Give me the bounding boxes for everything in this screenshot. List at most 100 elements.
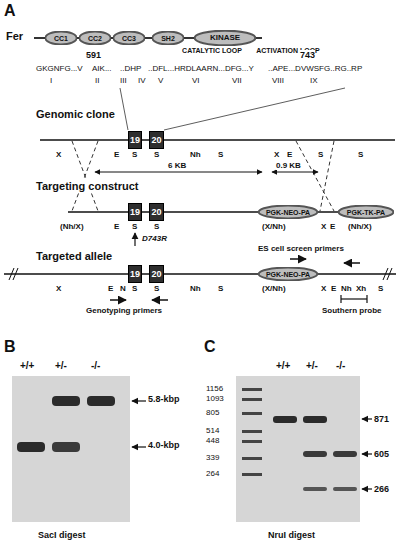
lane-label: -/-	[336, 360, 345, 372]
exon-box: 19	[128, 131, 142, 149]
band-arrow	[362, 418, 372, 419]
oval-shape	[45, 32, 76, 45]
dimension-label: 6 KB	[168, 161, 186, 170]
ladder-band	[242, 457, 262, 460]
site-label: S	[132, 150, 137, 159]
site-label: E	[108, 284, 113, 293]
gel-image	[236, 376, 360, 522]
exon-box: 19	[128, 203, 142, 221]
gel-band	[273, 416, 297, 423]
ladder-size: 1156	[206, 384, 223, 393]
site-label: S	[132, 222, 137, 231]
gel-band	[333, 451, 357, 457]
exon-box: 20	[149, 131, 164, 149]
site-label: S	[318, 150, 323, 159]
band-arrow	[362, 453, 372, 454]
ladder-band	[242, 388, 262, 391]
sequence-text: ..APE...DVWSFG..RG..RP	[268, 64, 362, 73]
ladder-band	[242, 430, 262, 433]
band-size: 5.8-kbp	[148, 394, 180, 404]
domain-oval: KINASE	[194, 30, 256, 46]
exon-box: 19	[128, 265, 142, 283]
probe-tick	[340, 295, 341, 303]
motif-label: CATALYTIC LOOP	[182, 47, 242, 55]
ladder-size: 448	[206, 436, 219, 445]
node-text: 19	[130, 208, 140, 217]
site-label: X	[56, 284, 61, 293]
site-label: E	[114, 222, 119, 231]
site-label: E	[330, 222, 335, 231]
site-label: X	[274, 150, 279, 159]
subdomain-number: VI	[192, 76, 200, 85]
primer-arrow	[152, 299, 168, 301]
mutation-label: D743R	[142, 234, 167, 243]
genomic-line	[40, 139, 395, 141]
crossover-line	[296, 141, 334, 211]
mutation-arrow	[134, 233, 135, 246]
subdomain-number: VII	[232, 76, 242, 85]
node-text: 19	[130, 136, 140, 145]
oval-shape	[259, 268, 318, 281]
lane-label: +/-	[306, 360, 318, 372]
site-label: X	[321, 222, 326, 231]
subdomain-number: IX	[310, 76, 318, 85]
probe-tick	[366, 295, 367, 303]
sequence-text: GKGNFG...V	[36, 64, 83, 73]
zoom-line	[120, 88, 128, 130]
node-text: 19	[130, 270, 140, 279]
exon-box: 20	[149, 203, 164, 221]
ladder-size: 805	[206, 408, 219, 417]
subdomain-number: IV	[138, 76, 146, 85]
digest-label: NruI digest	[268, 530, 315, 540]
digest-label: SacI digest	[38, 530, 86, 540]
gel-band	[52, 442, 80, 452]
row-title: Targeted allele	[36, 250, 112, 263]
probe-label: Southern probe	[322, 306, 382, 315]
row-title: Targeting construct	[36, 180, 138, 193]
primer-label: Genotyping primers	[86, 306, 162, 315]
band-size: 605	[374, 449, 389, 459]
crossover-line	[72, 141, 98, 211]
ladder-size: 514	[206, 426, 219, 435]
oval-shape	[339, 206, 394, 219]
subdomain-number: I	[50, 76, 52, 85]
sequence-text: ..DFL...HRDLAARN...DFG...Y	[148, 64, 254, 73]
primer-arrow	[110, 299, 126, 301]
site-label: Nh	[190, 284, 201, 293]
node-text: PGK-NEO-PA	[266, 209, 310, 216]
gel-band	[303, 416, 327, 423]
subdomain-number: III	[120, 76, 127, 85]
site-label: S	[378, 284, 383, 293]
row-title: Genomic clone	[36, 108, 115, 121]
site-label: (X/Nh)	[262, 284, 286, 293]
dimension-arrow	[272, 172, 318, 173]
panel-letter: A	[4, 2, 16, 20]
band-arrow	[132, 400, 146, 401]
site-label: (X/Nh)	[262, 222, 286, 231]
probe-bar	[341, 298, 367, 299]
site-label: S	[154, 284, 159, 293]
oval-shape	[113, 32, 144, 45]
node-text: CC2	[88, 35, 102, 42]
site-label: Nh	[190, 150, 201, 159]
zoom-line	[164, 88, 345, 130]
cassette-oval: PGK-TK-PA	[338, 205, 394, 219]
band-arrow	[132, 446, 146, 447]
subdomain-number: VIII	[272, 76, 284, 85]
site-label: X	[321, 284, 326, 293]
cassette-oval: PGK-NEO-PA	[258, 267, 318, 281]
node-text: 20	[151, 136, 161, 145]
break-mark	[387, 268, 392, 280]
ladder-size: 339	[206, 453, 219, 462]
site-label: (Nh/X)	[60, 222, 84, 231]
domain-oval: CC2	[79, 31, 111, 45]
oval-shape	[152, 32, 183, 45]
break-mark	[13, 268, 18, 280]
site-label: E	[287, 150, 292, 159]
panel-letter: C	[204, 338, 216, 356]
gel-band	[52, 396, 80, 406]
site-label: Nh	[341, 284, 352, 293]
site-label: N	[120, 284, 126, 293]
site-label: S	[358, 150, 363, 159]
